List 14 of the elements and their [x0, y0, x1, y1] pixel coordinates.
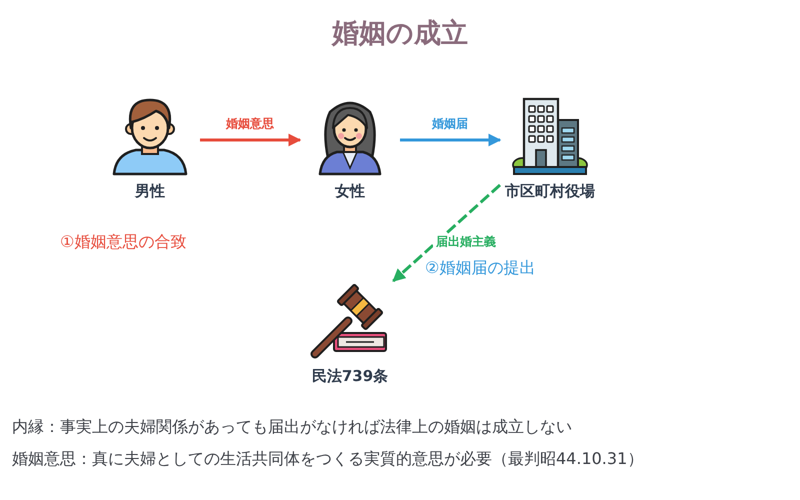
- annotation-text: ①婚姻意思の合致: [60, 231, 186, 253]
- edge-label: 婚姻意思: [223, 116, 277, 132]
- note-text: 婚姻意思：真に夫婦としての生活共同体をつくる実質的意思が必要（最判昭44.10.31）: [12, 448, 644, 470]
- node-label: 女性: [335, 182, 365, 200]
- node-label: 市区町村役場: [505, 182, 595, 200]
- arrow: [392, 184, 501, 282]
- note-text: 内縁：事実上の夫婦関係があっても届出がなければ法律上の婚姻は成立しない: [12, 416, 572, 438]
- arrow: [200, 134, 302, 146]
- edge-label: 届出婚主義: [433, 234, 499, 250]
- annotation-text: ②婚姻届の提出: [425, 257, 536, 279]
- node-label: 民法739条: [312, 367, 388, 385]
- diagram-title: 婚姻の成立: [332, 17, 468, 51]
- node-label: 男性: [135, 182, 165, 200]
- arrow: [400, 134, 502, 146]
